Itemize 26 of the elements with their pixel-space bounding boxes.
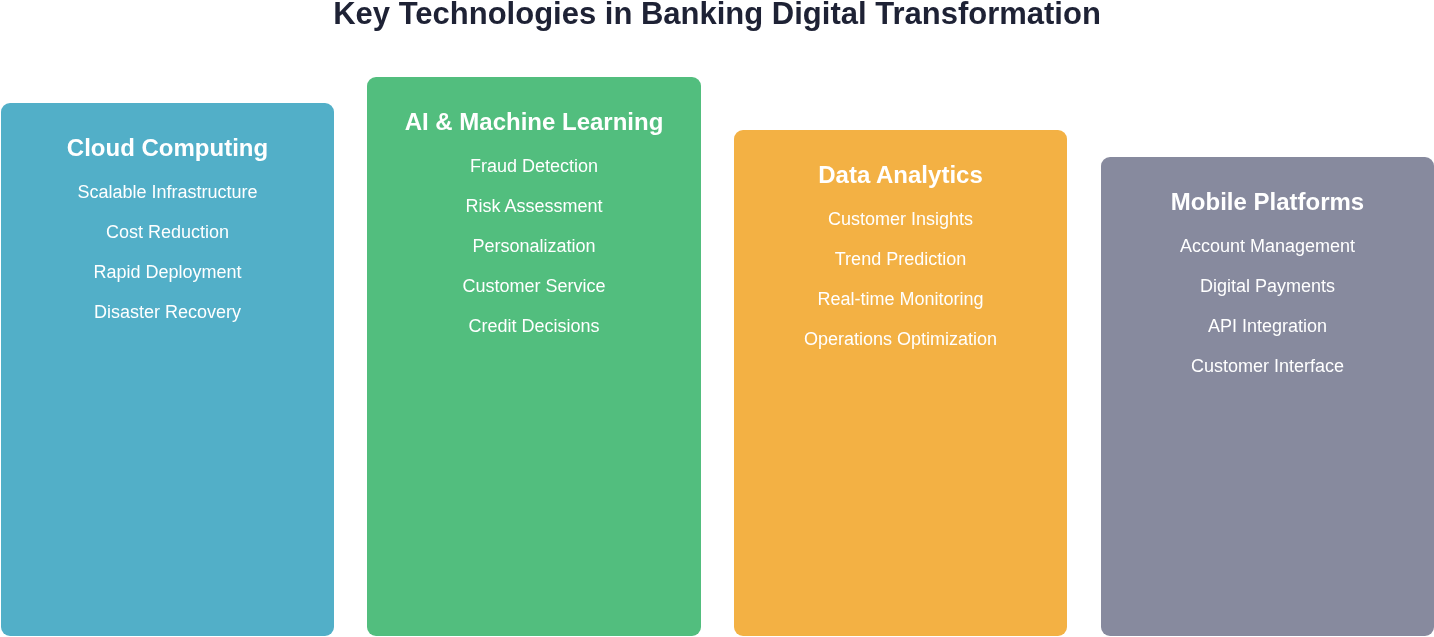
feature-item: Rapid Deployment — [93, 261, 242, 283]
feature-item: Customer Service — [462, 275, 606, 297]
card-heading: Data Analytics — [818, 161, 983, 189]
card-heading: AI & Machine Learning — [404, 108, 664, 136]
technology-card — [1, 103, 334, 636]
feature-item: Trend Prediction — [834, 248, 967, 270]
feature-item: Scalable Infrastructure — [77, 181, 258, 203]
feature-item: Customer Interface — [1190, 355, 1345, 377]
card-heading: Cloud Computing — [66, 134, 269, 162]
diagram-title: Key Technologies in Banking Digital Transformation — [332, 0, 1102, 32]
feature-item: Cost Reduction — [105, 221, 230, 243]
feature-item: Operations Optimization — [803, 328, 998, 350]
feature-item: Customer Insights — [827, 208, 974, 230]
feature-item: Disaster Recovery — [93, 301, 241, 323]
card-heading: Mobile Platforms — [1170, 188, 1365, 216]
feature-item: API Integration — [1207, 315, 1328, 337]
feature-item: Risk Assessment — [465, 195, 603, 217]
feature-item: Credit Decisions — [468, 315, 600, 337]
feature-item: Personalization — [472, 235, 596, 257]
technology-card — [367, 77, 701, 636]
technology-card — [1101, 157, 1434, 636]
feature-item: Real-time Monitoring — [817, 288, 984, 310]
feature-item: Fraud Detection — [469, 155, 599, 177]
feature-item: Digital Payments — [1199, 275, 1336, 297]
feature-item: Account Management — [1179, 235, 1356, 257]
technology-card — [734, 130, 1067, 636]
